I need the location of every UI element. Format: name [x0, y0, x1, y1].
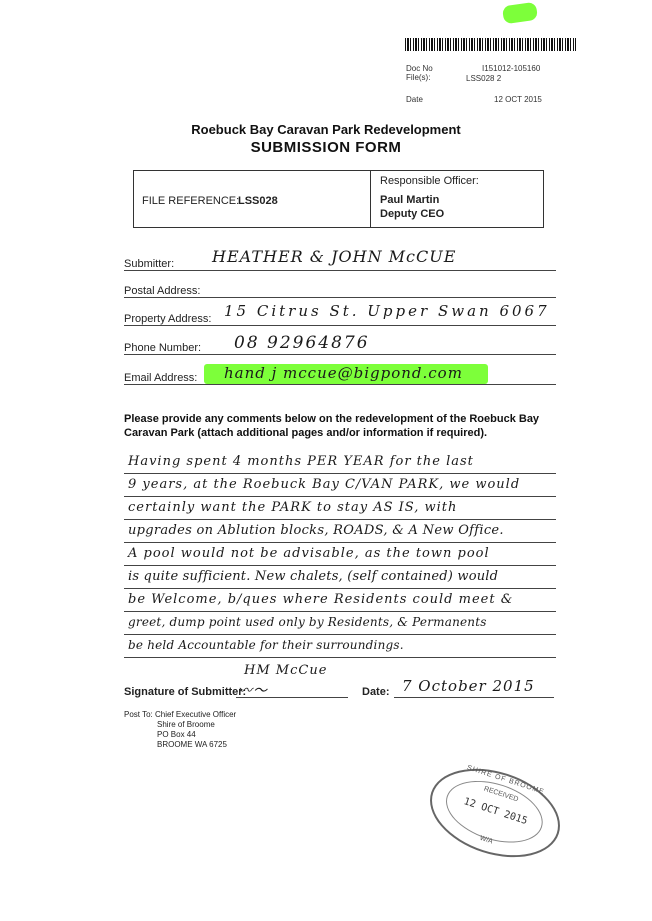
files-value: LSS028 2: [466, 74, 502, 83]
post-to-line: PO Box 44: [157, 730, 196, 739]
phone-number-value[interactable]: 08 92964876: [234, 333, 370, 353]
submitter-line: [124, 270, 556, 271]
submitter-value[interactable]: HEATHER & JOHN McCUE: [212, 247, 457, 266]
signature-label: Signature of Submitter:: [124, 686, 247, 698]
file-reference-value: LSS028: [238, 195, 278, 207]
highlighter-mark: [501, 1, 539, 25]
post-to-block: Post To: Chief Executive Officer: [124, 710, 236, 720]
file-reference-label: FILE REFERENCE:: [142, 195, 240, 207]
signature-date-value[interactable]: 7 October 2015: [402, 677, 535, 695]
signature-date-label: Date:: [362, 686, 390, 698]
comment-line: is quite sufficient. New chalets, (self …: [128, 569, 499, 584]
form-subtitle: SUBMISSION FORM: [250, 139, 402, 156]
comment-line: A pool would not be advisable, as the to…: [128, 546, 490, 561]
date-label: Date: [406, 95, 423, 104]
post-to-line: Shire of Broome: [157, 720, 215, 729]
comments-area[interactable]: Having spent 4 months PER YEAR for the l…: [124, 452, 556, 662]
signature-name: HM McCue: [244, 663, 328, 678]
post-to-line: BROOME WA 6725: [157, 740, 227, 749]
comments-instructions: Please provide any comments below on the…: [124, 413, 540, 439]
comment-rule: [124, 542, 556, 543]
email-address-label: Email Address:: [124, 372, 198, 384]
barcode: [405, 38, 576, 51]
comment-rule: [124, 565, 556, 566]
officer-title: Deputy CEO: [380, 208, 445, 220]
signature-line: [236, 697, 348, 698]
reference-box: FILE REFERENCE: LSS028 Responsible Offic…: [133, 170, 544, 228]
post-to-label: Post To:: [124, 710, 153, 719]
comment-rule: [124, 634, 556, 635]
postal-address-line: [124, 297, 556, 298]
postal-address-label: Postal Address:: [124, 285, 201, 297]
comment-line: be Welcome, b/ques where Residents could…: [128, 592, 514, 607]
property-address-value[interactable]: 15 Citrus St. Upper Swan 6067: [224, 302, 550, 320]
comment-rule: [124, 657, 556, 658]
date-value: 12 OCT 2015: [494, 95, 542, 104]
post-to-line: Chief Executive Officer: [155, 710, 237, 719]
signature-scrawl[interactable]: 〰〜: [238, 683, 268, 699]
phone-number-line: [124, 354, 556, 355]
form-title: Roebuck Bay Caravan Park Redevelopment: [191, 122, 461, 137]
doc-no-value: I151012-105160: [482, 64, 541, 73]
responsible-officer-label: Responsible Officer:: [380, 175, 479, 187]
post-to-address: Shire of Broome PO Box 44 BROOME WA 6725: [157, 720, 227, 750]
comment-line: certainly want the PARK to stay AS IS, w…: [128, 500, 458, 515]
comment-line: Having spent 4 months PER YEAR for the l…: [128, 454, 474, 469]
email-address-value[interactable]: hand j mccue@bigpond.com: [224, 364, 463, 382]
received-stamp: SHIRE OF BROOME RECEIVED 12 OCT 2015 W/A: [418, 753, 572, 873]
property-address-label: Property Address:: [124, 313, 212, 325]
reference-divider: [370, 171, 371, 227]
phone-number-label: Phone Number:: [124, 342, 202, 354]
doc-no-label: Doc No: [406, 64, 433, 73]
comment-line: greet, dump point used only by Residents…: [128, 615, 487, 629]
comment-line: upgrades on Ablution blocks, ROADS, & A …: [128, 523, 504, 538]
comment-line: be held Accountable for their surroundin…: [128, 638, 404, 652]
comment-rule: [124, 588, 556, 589]
property-address-line: [124, 325, 556, 326]
comment-rule: [124, 473, 556, 474]
signature-date-line: [394, 697, 554, 698]
comment-line: 9 years, at the Roebuck Bay C/VAN PARK, …: [128, 477, 521, 492]
email-address-line: [124, 384, 556, 385]
email-highlight: [204, 364, 488, 384]
files-label: File(s):: [406, 73, 431, 82]
comment-rule: [124, 496, 556, 497]
officer-name: Paul Martin: [380, 194, 440, 206]
submitter-label: Submitter:: [124, 258, 175, 270]
comment-rule: [124, 519, 556, 520]
comment-rule: [124, 611, 556, 612]
